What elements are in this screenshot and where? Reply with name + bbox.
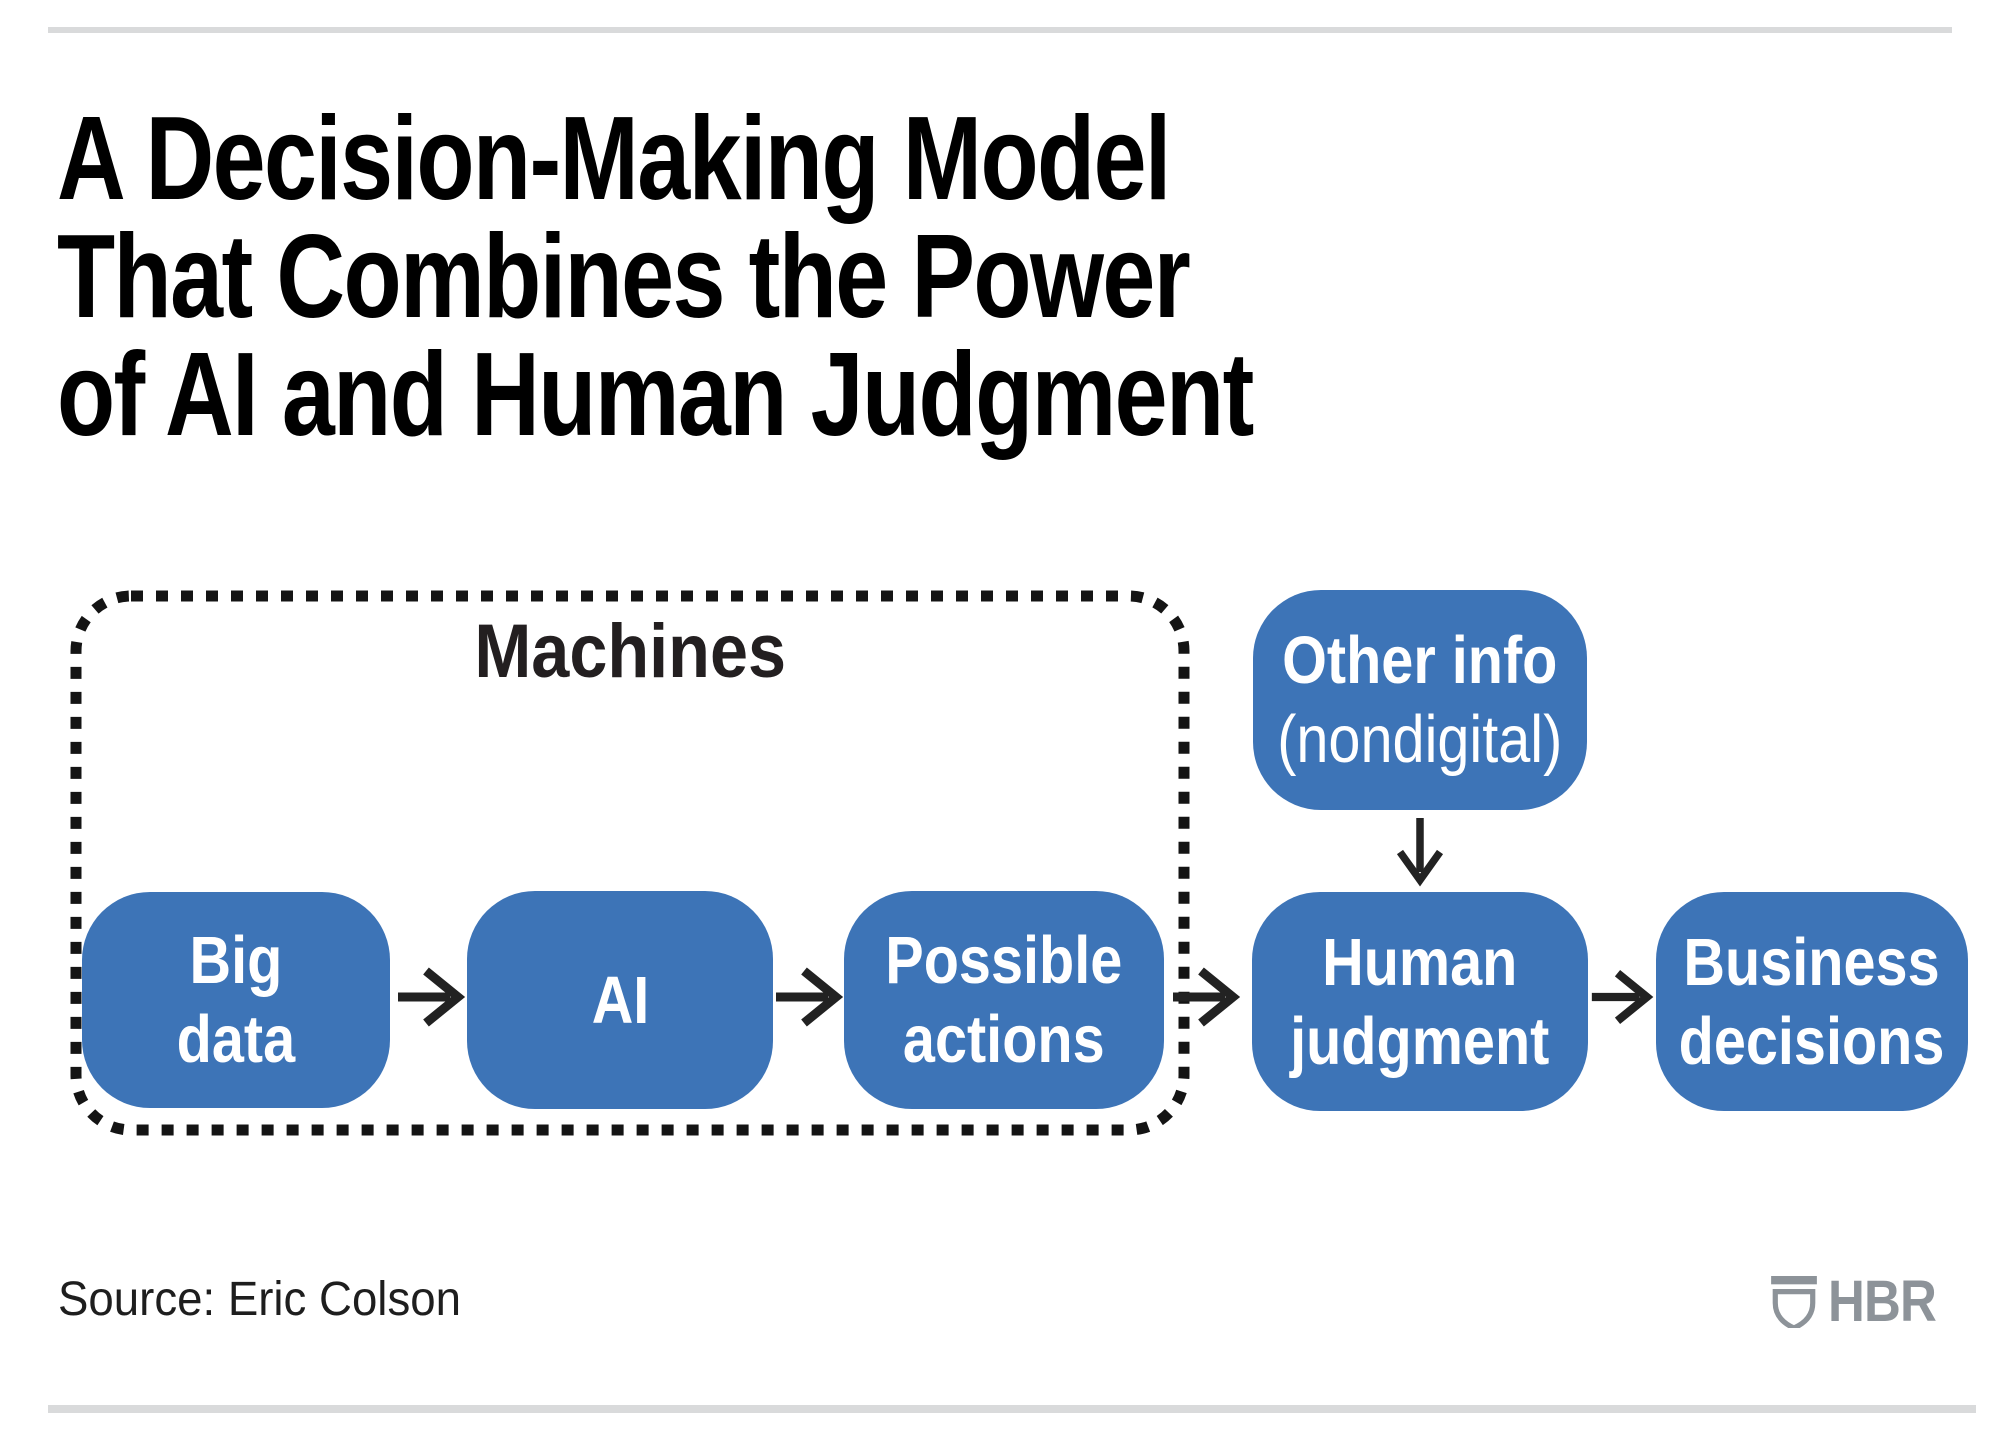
arrow-down-icon (1396, 818, 1444, 887)
top-divider (48, 27, 1952, 33)
arrow-right-icon (1173, 967, 1241, 1027)
node-human-judgment: Human judgment (1252, 892, 1588, 1111)
arrow-right-icon (398, 967, 466, 1027)
machines-group-label-text: Machines (474, 609, 786, 694)
node-big-data-label-line2: data (176, 1002, 296, 1077)
node-business-decisions: Business decisions (1656, 892, 1968, 1111)
machines-group-label: Machines (70, 608, 1190, 695)
page-title: A Decision-Making Model That Combines th… (57, 92, 1254, 461)
hbr-logo: HBR (1770, 1269, 1951, 1334)
arrow-right-icon (776, 967, 844, 1027)
node-business-decisions-label-line2: decisions (1679, 1003, 1945, 1079)
node-human-judgment-label-line1: Human (1322, 924, 1518, 1000)
node-possible-actions-label-line2: actions (903, 1002, 1105, 1077)
bottom-divider (48, 1405, 1976, 1413)
node-possible-actions-label-line1: Possible (885, 923, 1123, 998)
title-line-1: A Decision-Making Model (57, 92, 1171, 225)
node-human-judgment-label-line2: judgment (1290, 1003, 1550, 1079)
title-line-3: of AI and Human Judgment (57, 328, 1254, 461)
arrow-right-icon (1591, 969, 1654, 1025)
hbr-shield-icon (1771, 1276, 1817, 1328)
source-credit: Source: Eric Colson (58, 1273, 461, 1326)
node-other-info: Other info (nondigital) (1253, 590, 1587, 810)
node-ai: AI (467, 891, 773, 1109)
node-ai-label: AI (591, 962, 649, 1038)
node-possible-actions: Possible actions (844, 891, 1164, 1109)
title-line-2: That Combines the Power (57, 210, 1191, 343)
node-big-data-label-line1: Big (189, 923, 283, 998)
node-other-info-label-line2: (nondigital) (1277, 702, 1563, 777)
node-business-decisions-label-line1: Business (1683, 924, 1941, 1000)
hbr-logo-text: HBR (1828, 1269, 1937, 1334)
node-other-info-label-line1: Other info (1282, 623, 1558, 698)
node-big-data: Big data (82, 892, 390, 1108)
